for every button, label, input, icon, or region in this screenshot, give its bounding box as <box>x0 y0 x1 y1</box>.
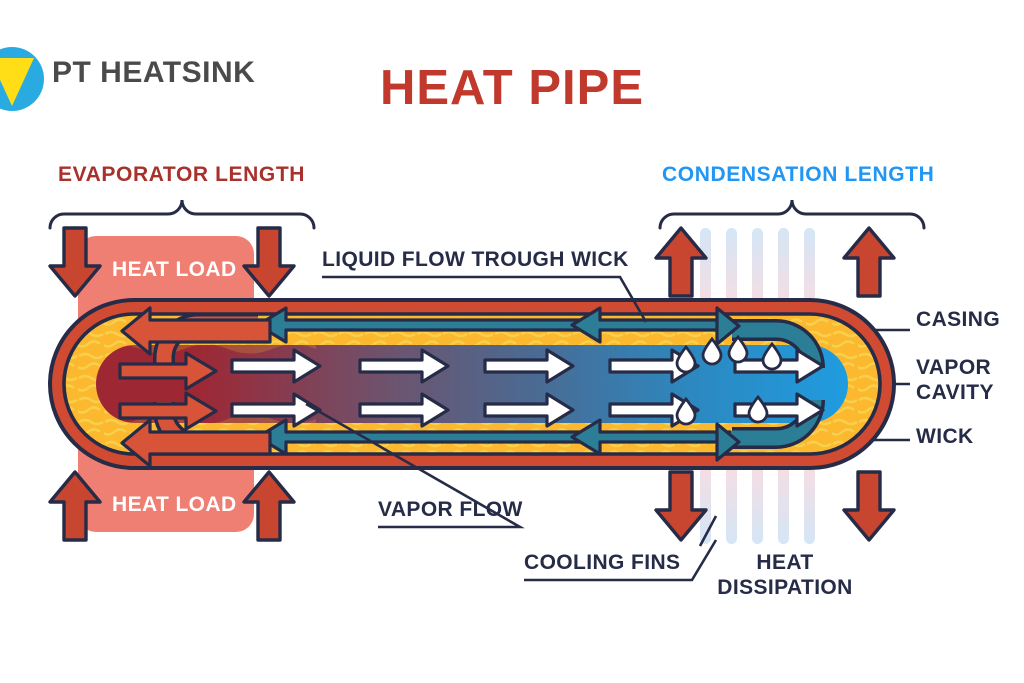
brand-name: PT HEATSINK <box>52 56 256 89</box>
condensation-brace <box>658 199 926 230</box>
heat-dissipation-line1: HEAT <box>756 551 814 574</box>
condensation-length-label: CONDENSATION LENGTH <box>662 163 935 186</box>
heat-load-label-top: HEAT LOAD <box>112 258 237 281</box>
condensation-droplets <box>675 334 783 426</box>
callout-leaders <box>305 275 718 582</box>
evaporator-wick-arrows <box>120 306 272 468</box>
legend-wick-label: WICK <box>916 425 974 448</box>
legend-vapor-cavity-label: VAPOR CAVITY <box>916 356 994 406</box>
evaporator-brace <box>48 199 316 230</box>
cooling-fins-label: COOLING FINS <box>524 551 681 574</box>
legend-casing-label: CASING <box>916 308 1001 331</box>
condenser-turn-arrowheads <box>715 306 741 462</box>
cooling-fins-bottom <box>700 462 815 544</box>
heat-dissipation-label: HEAT DISSIPATION <box>705 551 865 601</box>
heat-dissipation-line2: DISSIPATION <box>717 575 853 599</box>
legend-vapor-cavity-line1: VAPOR <box>916 356 992 379</box>
cooling-fins-top <box>700 228 815 310</box>
evaporator-vapor-start-arrows <box>118 351 218 431</box>
legend-vapor-cavity-line2: CAVITY <box>916 380 994 404</box>
vapor-flow-label: VAPOR FLOW <box>378 498 523 521</box>
heat-out-arrows-top <box>654 226 896 298</box>
v-circle-logo <box>0 47 44 111</box>
page-title: HEAT PIPE <box>379 61 645 115</box>
heat-out-arrows-bottom <box>654 470 896 542</box>
liquid-flow-label: LIQUID FLOW TROUGH WICK <box>322 248 629 271</box>
heat-in-arrows <box>48 226 296 298</box>
heat-load-label-bottom: HEAT LOAD <box>112 493 237 516</box>
heat-in-arrows-bottom <box>48 470 296 542</box>
evaporator-length-label: EVAPORATOR LENGTH <box>58 163 306 186</box>
